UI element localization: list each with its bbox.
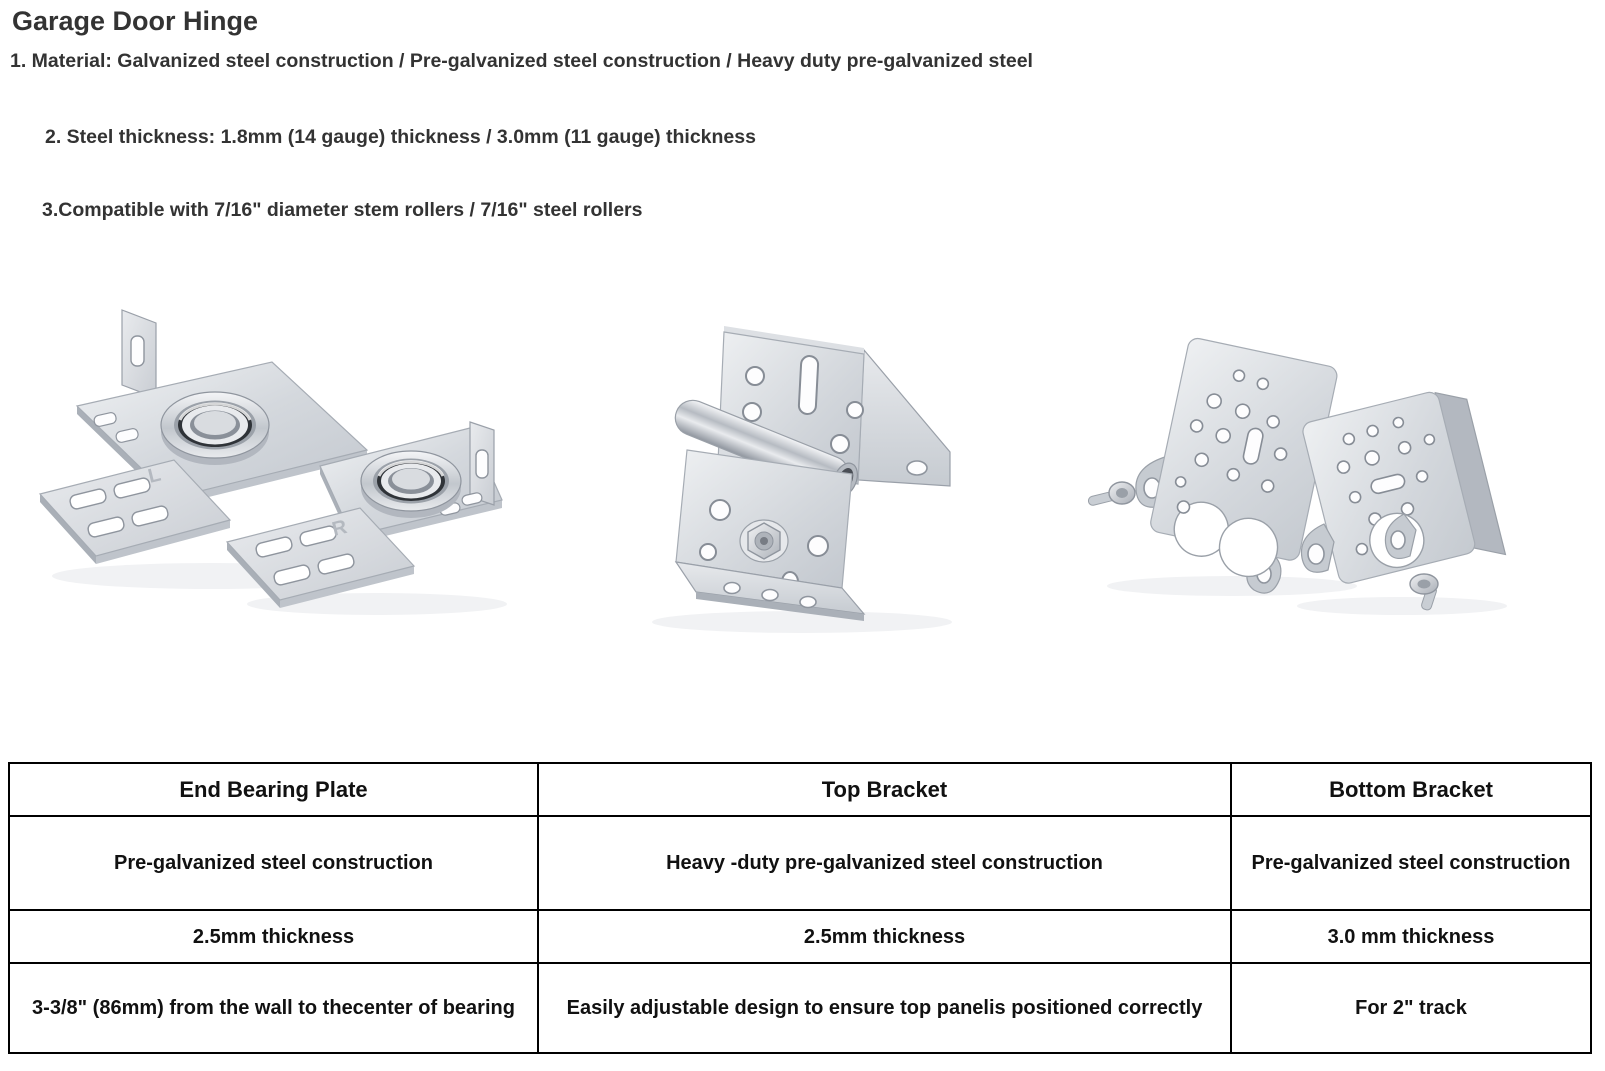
bottom-bracket-right [1300, 391, 1507, 611]
cell-tb-feature: Easily adjustable design to ensure top p… [537, 962, 1232, 1054]
table-row-construction: Pre-galvanized steel construction Heavy … [8, 815, 1592, 911]
bearing [160, 391, 270, 465]
bottom-bracket-left [1087, 337, 1338, 594]
bottom-brackets-photo [1072, 328, 1508, 626]
header-top-bracket: Top Bracket [537, 762, 1232, 817]
shadow [1297, 597, 1507, 615]
cell-tb-construction: Heavy -duty pre-galvanized steel constru… [537, 815, 1232, 911]
spec-line-material: 1. Material: Galvanized steel constructi… [10, 50, 1033, 72]
page-title: Garage Door Hinge [12, 6, 259, 36]
end-bearing-plate-left: L [38, 309, 369, 564]
spec-table: End Bearing Plate Top Bracket Bottom Bra… [8, 762, 1592, 1054]
top-bracket-photo [612, 292, 1004, 636]
spec-line-compatibility: 3.Compatible with 7/16" diameter stem ro… [42, 199, 643, 221]
shadow [652, 611, 952, 633]
spec-table-header-row: End Bearing Plate Top Bracket Bottom Bra… [8, 762, 1592, 817]
cell-ebp-construction: Pre-galvanized steel construction [8, 815, 539, 911]
end-bearing-plate-right: R [225, 421, 503, 608]
end-bearing-plates-illustration: L R [38, 309, 507, 615]
cell-ebp-thickness: 2.5mm thickness [8, 909, 539, 964]
shadow [1107, 576, 1357, 596]
cell-bb-construction: Pre-galvanized steel construction [1230, 815, 1592, 911]
bearing [360, 450, 462, 518]
table-row-feature: 3-3/8" (86mm) from the wall to thecenter… [8, 962, 1592, 1054]
cell-bb-feature: For 2" track [1230, 962, 1592, 1054]
hex-bolt [739, 519, 789, 563]
header-end-bearing-plate: End Bearing Plate [8, 762, 539, 817]
bottom-brackets-illustration [1087, 337, 1507, 615]
stamp-letter-right: R [330, 516, 350, 541]
stamp-letter-left: L [146, 464, 163, 488]
cell-bb-thickness: 3.0 mm thickness [1230, 909, 1592, 964]
gusset [857, 348, 951, 487]
table-row-thickness: 2.5mm thickness 2.5mm thickness 3.0 mm t… [8, 909, 1592, 964]
cell-ebp-feature: 3-3/8" (86mm) from the wall to thecenter… [8, 962, 539, 1054]
end-bearing-plates-photo: L R [22, 298, 508, 624]
header-bottom-bracket: Bottom Bracket [1230, 762, 1592, 817]
cell-tb-thickness: 2.5mm thickness [537, 909, 1232, 964]
top-bracket-illustration [652, 326, 952, 633]
spec-line-thickness: 2. Steel thickness: 1.8mm (14 gauge) thi… [45, 126, 756, 148]
